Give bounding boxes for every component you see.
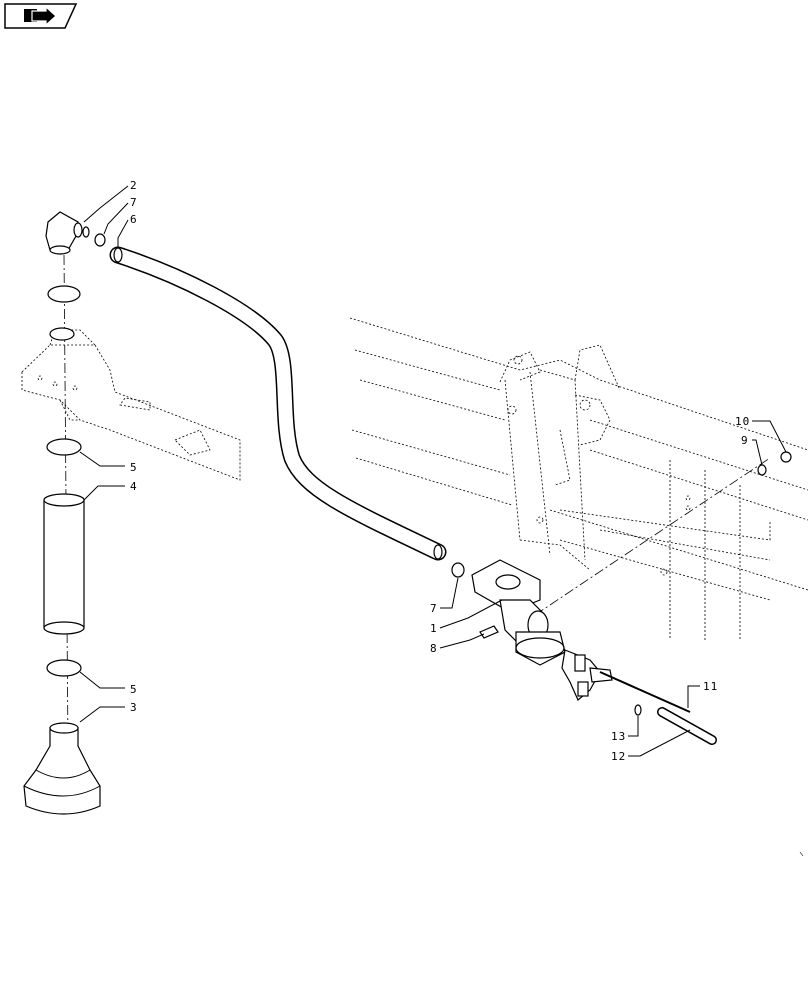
bracket-port: [49, 327, 75, 341]
right-centerline: [519, 457, 771, 626]
funnel-3: [23, 722, 101, 815]
callout-3: 3: [130, 701, 138, 714]
hose-6: [109, 246, 447, 561]
callout-leaders: [79, 185, 787, 757]
page-nav-button[interactable]: [4, 3, 78, 29]
callout-11: 11: [703, 680, 718, 693]
callout-7-top: 7: [130, 196, 138, 209]
corner-mark: [799, 851, 804, 857]
callout-5-upper: 5: [130, 461, 138, 474]
clip-13: [634, 704, 642, 716]
line-11: [599, 671, 691, 713]
callout-7-bottom: 7: [430, 602, 438, 615]
callout-8: 8: [430, 642, 438, 655]
clamp-top: [47, 285, 81, 303]
screw-8: [479, 625, 499, 639]
valve-assembly-1: [471, 559, 613, 701]
callout-5-lower: 5: [130, 683, 138, 696]
callout-9: 9: [741, 434, 749, 447]
callout-2: 2: [130, 179, 138, 192]
callout-12: 12: [611, 750, 626, 763]
tube-4: [43, 493, 85, 635]
callout-1: 1: [430, 622, 438, 635]
mounting-bracket: [21, 329, 241, 481]
callout-10: 10: [735, 415, 750, 428]
callout-6: 6: [130, 213, 138, 226]
elbow-fitting-2: [45, 211, 90, 255]
clamp-7-top: [94, 233, 106, 247]
page-forward-icon: [24, 5, 57, 27]
callout-13: 13: [611, 730, 626, 743]
hose-12: [657, 707, 717, 745]
boom-frame: [349, 317, 809, 640]
clamp-5-lower: [46, 659, 82, 677]
bolt-9-10: [757, 451, 792, 476]
callout-4: 4: [130, 480, 138, 493]
clamp-5-upper: [46, 438, 82, 456]
clamp-7-bottom: [451, 562, 465, 578]
callout-labels: 2 7 6 5 4 5 3 7 1 8 10 9 11 13 12: [130, 179, 750, 763]
